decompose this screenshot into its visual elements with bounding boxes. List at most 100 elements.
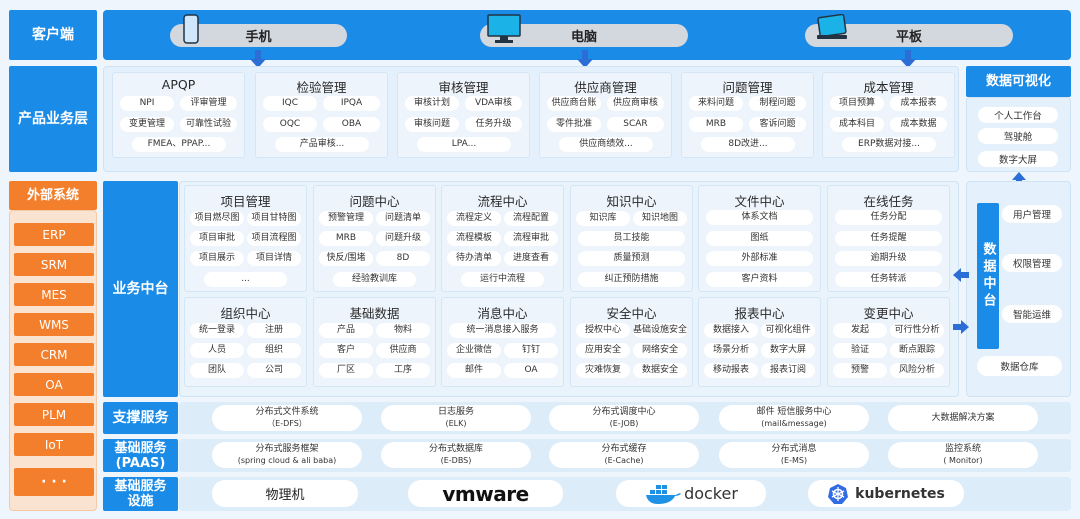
middle-box-title: 问题中心: [349, 194, 400, 209]
middle-item: 统一消息接入服务: [449, 323, 556, 338]
device-pc: 电脑: [480, 24, 688, 47]
middle-item: 厂区: [319, 363, 373, 378]
external-systems-title: 外部系统: [9, 181, 97, 210]
product-box-title: 问题管理: [722, 80, 773, 95]
product-item: 任务升级: [465, 117, 522, 132]
middle-item: 流程配置: [504, 211, 558, 226]
middle-item: 企业微信: [447, 343, 501, 358]
middle-box-title: 知识中心: [606, 194, 657, 209]
infra-kubernetes: kubernetes: [808, 480, 964, 507]
product-item: ERP数据对接...: [842, 137, 936, 152]
service-support: 日志服务(ELK): [381, 405, 531, 431]
vis-item-cockpit: 驾驶舱: [978, 128, 1058, 144]
middle-item: 问题清单: [376, 211, 430, 226]
middle-item: ...: [204, 272, 287, 287]
middle-item: 项目展示: [190, 251, 244, 266]
middle-item: 外部标准: [706, 251, 813, 266]
external-system-4: CRM: [14, 343, 94, 366]
service-name: 分布式消息: [771, 444, 817, 454]
product-box-title: 供应商管理: [574, 80, 637, 95]
arrow-down-icon: [577, 50, 593, 68]
middle-item: 项目详情: [247, 251, 301, 266]
product-item: 审核计划: [405, 96, 459, 111]
service-paas: 分布式数据库(E-DBS): [381, 442, 531, 468]
middle-item: 知识库: [576, 211, 630, 226]
middle-box-title: 基础数据: [349, 306, 400, 321]
service-sub: （E-DFS）: [267, 419, 307, 428]
middle-item: 待办清单: [447, 251, 501, 266]
service-support: 分布式文件系统（E-DFS）: [212, 405, 362, 431]
infra-docker: docker: [616, 480, 766, 507]
dp-warehouse: 数据仓库: [977, 356, 1062, 376]
middle-item: 钉钉: [504, 343, 558, 358]
middle-item: 任务转派: [835, 272, 942, 287]
product-item: 零件批准: [547, 117, 601, 132]
product-item: OQC: [263, 117, 317, 132]
product-item: VDA审核: [465, 96, 522, 111]
middle-item: 项目燃尽图: [190, 211, 244, 226]
middle-box-title: 项目管理: [220, 194, 271, 209]
infra-vmware: vmware: [408, 480, 563, 507]
service-sub: (E-JOB): [609, 419, 639, 428]
device-tablet: 平板: [805, 24, 1013, 47]
middle-item: 邮件: [447, 363, 501, 378]
product-item: 制程问题: [749, 96, 806, 111]
service-sub: (E-Cache): [604, 456, 644, 465]
middle-item: 经验教训库: [333, 272, 416, 287]
service-name: 分布式调度中心: [592, 407, 656, 417]
middle-item: 验证: [833, 343, 887, 358]
dp-item-user: 用户管理: [1002, 205, 1062, 223]
infra-label-text: 物理机: [265, 488, 305, 503]
product-item: FMEA、PPAP...: [132, 137, 226, 152]
monitor-icon: [487, 14, 521, 43]
external-system-5: OA: [14, 373, 94, 396]
product-box-title: 检验管理: [296, 80, 347, 95]
middle-item: 进度查看: [504, 251, 558, 266]
product-item: 可靠性试验: [180, 117, 237, 132]
product-item: 供应商审核: [607, 96, 664, 111]
middle-item: 报表订阅: [761, 363, 815, 378]
middle-item: 任务分配: [835, 210, 942, 225]
arrow-down-icon: [900, 50, 916, 68]
middle-item: 任务提醒: [835, 231, 942, 246]
service-support: 大数据解决方案: [888, 405, 1038, 431]
middle-item: 图纸: [706, 231, 813, 246]
middle-item: 员工技能: [578, 231, 685, 246]
middle-item: 基础设施安全: [633, 323, 687, 338]
product-item: 成本报表: [890, 96, 947, 111]
service-name: 大数据解决方案: [931, 412, 995, 423]
middle-item: 纠正预防措施: [578, 272, 685, 287]
product-item: 客诉问题: [749, 117, 806, 132]
middle-platform-label: 业务中台: [103, 181, 178, 397]
middle-item: 发起: [833, 323, 887, 338]
product-item: 来料问题: [689, 96, 743, 111]
middle-item: 移动报表: [704, 363, 758, 378]
middle-item: 客户资料: [706, 272, 813, 287]
middle-item: 工序: [376, 363, 430, 378]
external-system-7: IoT: [14, 433, 94, 456]
product-item: 项目预算: [830, 96, 884, 111]
product-box-title: 成本管理: [863, 80, 914, 95]
dp-item-permission: 权限管理: [1002, 254, 1062, 272]
service-sub: (mail&message): [761, 419, 827, 428]
middle-item: 预警: [833, 363, 887, 378]
middle-item: 灾难恢复: [576, 363, 630, 378]
middle-item: 应用安全: [576, 343, 630, 358]
middle-item: 项目甘特图: [247, 211, 301, 226]
docker-icon: [646, 484, 682, 504]
vis-item-personal: 个人工作台: [978, 107, 1058, 123]
middle-item: OA: [504, 363, 558, 378]
middle-item: 注册: [247, 323, 301, 338]
middle-item: 风险分析: [890, 363, 944, 378]
docker-wordmark: docker: [684, 484, 738, 503]
device-label: 平板: [895, 30, 922, 45]
middle-item: 项目审批: [190, 231, 244, 246]
middle-item: 公司: [247, 363, 301, 378]
device-label: 电脑: [570, 30, 597, 45]
middle-box-title: 安全中心: [606, 306, 657, 321]
middle-item: 知识地图: [633, 211, 687, 226]
kubernetes-icon: [828, 483, 849, 504]
service-sub: (E-MS): [780, 456, 808, 465]
external-system-3: WMS: [14, 313, 94, 336]
service-sub: (E-DBS): [440, 456, 472, 465]
